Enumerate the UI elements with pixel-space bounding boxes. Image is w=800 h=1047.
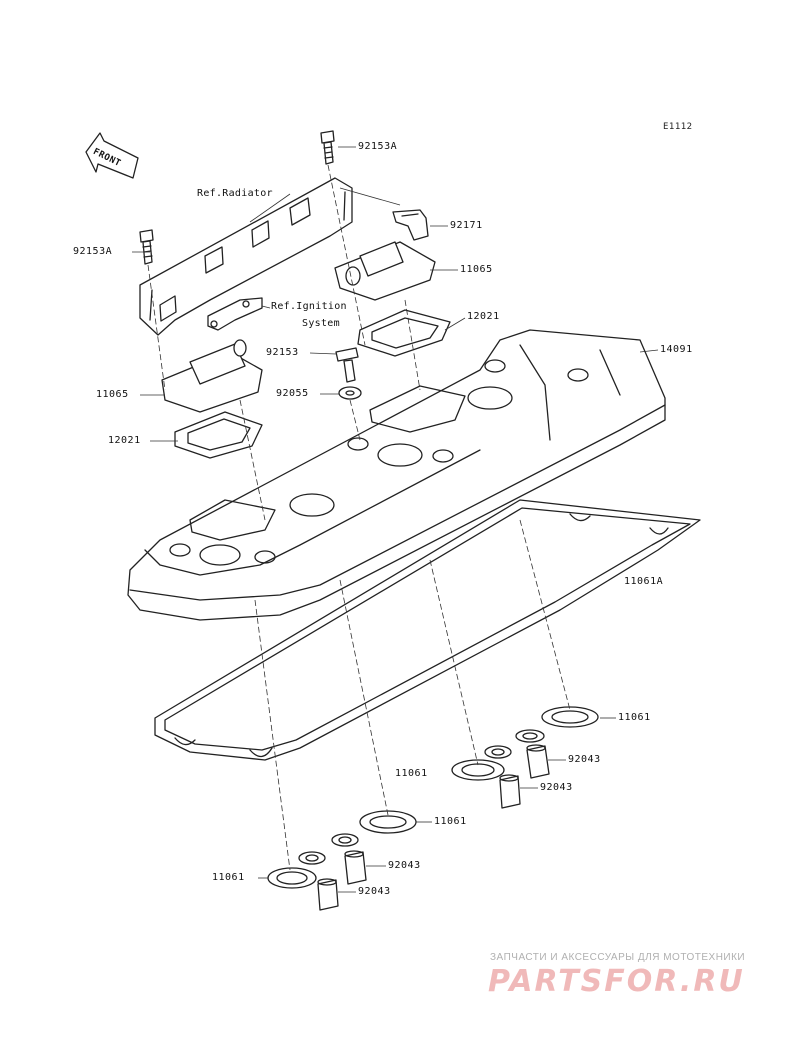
label-seal-11061-upper-right: 11061 (618, 712, 651, 723)
bush-92043-right-upper (526, 744, 550, 779)
label-clamp-92171: 92171 (450, 220, 483, 231)
label-gasket-11061a: 11061A (624, 576, 664, 587)
watermark-brand-logo: PARTSFOR.RU (488, 964, 745, 999)
breather-11065-right (334, 241, 436, 301)
label-plate-12021-right: 12021 (467, 311, 500, 322)
leader-lines (132, 146, 659, 893)
label-ref-ignition-system: System (302, 318, 340, 329)
seal-small-lower-left (298, 851, 326, 865)
label-cover-14091: 14091 (660, 344, 693, 355)
ignition-bracket (207, 297, 263, 331)
label-plate-12021-left: 12021 (108, 435, 141, 446)
bush-92043-left-upper (344, 850, 367, 885)
bolt-92153a-left (139, 229, 154, 265)
seal-11061-lower-left (267, 867, 317, 889)
label-ref-radiator: Ref.Radiator (197, 188, 273, 199)
cylinder-head-cover-14091 (127, 329, 666, 621)
seal-small-upper-right (515, 729, 545, 743)
diagram-code: E1112 (663, 122, 693, 132)
label-seal-11061-mid-top: 11061 (395, 768, 428, 779)
label-bush-92043-left-lower: 92043 (358, 886, 391, 897)
assembly-lines (147, 164, 571, 871)
label-breather-11065-left: 11065 (96, 389, 129, 400)
front-arrow-icon (85, 132, 139, 179)
label-bush-92043-right-upper: 92043 (568, 754, 601, 765)
label-seal-11061-lower-right: 11061 (434, 816, 467, 827)
label-breather-11065-right: 11065 (460, 264, 493, 275)
bush-92043-right-lower (499, 774, 521, 809)
bolt-92153a-top (320, 130, 335, 165)
seal-small-lower-right (484, 745, 512, 759)
plate-12021-right (357, 309, 451, 357)
washer-92055 (338, 386, 362, 400)
label-bush-92043-left-upper: 92043 (388, 860, 421, 871)
label-bolt-92153a-left: 92153A (73, 246, 113, 257)
bush-92043-left-lower (317, 878, 339, 911)
radiator-bracket (139, 177, 353, 336)
label-bolt-92153a-top: 92153A (358, 141, 398, 152)
label-seal-11061-lower-left: 11061 (212, 872, 245, 883)
seal-11061-lower-right (451, 759, 505, 781)
plate-12021-left (174, 411, 263, 459)
gasket-11061a (154, 499, 701, 761)
seal-11061-upper-right (541, 706, 599, 728)
label-washer-92055: 92055 (276, 388, 309, 399)
clamp-92171 (392, 209, 429, 241)
seal-small-mid (331, 833, 359, 847)
label-ref-ignition: Ref.Ignition (271, 301, 347, 312)
label-bolt-92153: 92153 (266, 347, 299, 358)
bolt-92153-mid (335, 347, 359, 383)
watermark-tagline: ЗАПЧАСТИ И АКСЕССУАРЫ ДЛЯ МОТОТЕХНИКИ (490, 952, 746, 963)
breather-11065-left (161, 339, 263, 413)
label-bush-92043-right-lower: 92043 (540, 782, 573, 793)
